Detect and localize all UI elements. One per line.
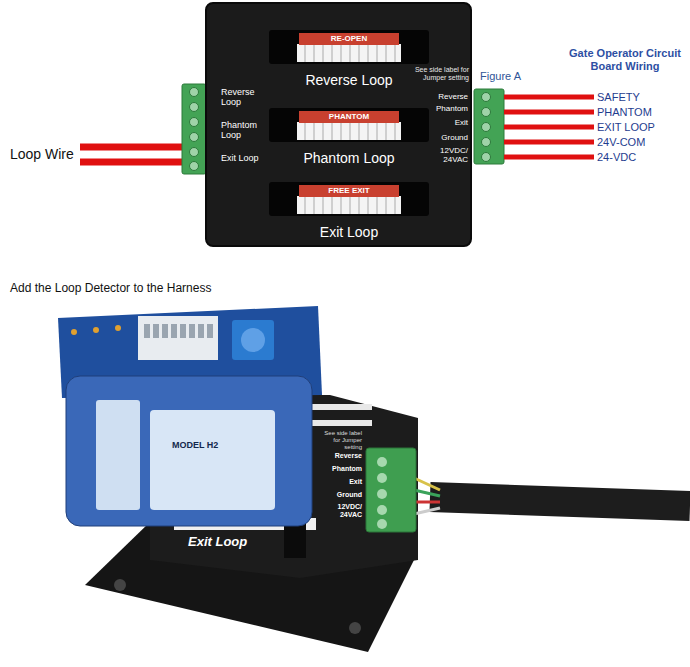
connector-socket xyxy=(297,196,401,214)
signal-name: 24V-COM xyxy=(597,136,645,149)
signal-name: SAFETY xyxy=(597,91,640,104)
diagram-title: Gate Operator Circuit Board Wiring xyxy=(566,47,684,72)
slot-name: Exit Loop xyxy=(188,535,247,550)
pin-label: Ground xyxy=(418,133,468,142)
loop-name: Phantom Loop xyxy=(269,150,429,166)
signal-name: PHANTOM xyxy=(597,106,652,119)
pin-label: 12VDC/ 24VAC xyxy=(318,503,362,519)
pin-label: Reverse xyxy=(418,92,468,101)
pin-label: Phantom xyxy=(418,104,468,113)
slot-label: FREE EXIT xyxy=(299,186,399,196)
pin-label: Ground xyxy=(318,491,362,499)
terminal-label: Reverse Loop xyxy=(221,88,263,108)
loop-wire xyxy=(80,144,184,151)
loop-slot: PHANTOM Phantom Loop xyxy=(269,108,429,170)
slot-label: PHANTOM xyxy=(299,112,399,122)
terminal-label: Exit Loop xyxy=(221,154,263,164)
loop-slot: RE-OPEN Reverse Loop xyxy=(269,30,429,92)
connector-socket xyxy=(297,44,401,62)
pin-label: Reverse xyxy=(318,452,362,460)
terminal-label: Phantom Loop xyxy=(221,121,263,141)
signal-name: EXIT LOOP xyxy=(597,121,655,134)
detector-photo xyxy=(58,306,690,652)
loop-wire xyxy=(80,159,184,166)
figure-label: Figure A xyxy=(480,70,521,83)
signal-name: 24-VDC xyxy=(597,151,636,164)
connector-socket xyxy=(297,122,401,140)
caption: Add the Loop Detector to the Harness xyxy=(10,282,211,296)
jumper-note: See side label for Jumper setting xyxy=(318,430,362,451)
pin-label: Exit xyxy=(318,478,362,486)
pin-label: Exit xyxy=(418,118,468,127)
slot-label: RE-OPEN xyxy=(299,34,399,44)
wire-label: Loop Wire xyxy=(10,146,74,162)
pin-label: Phantom xyxy=(318,465,362,473)
loop-name: Reverse Loop xyxy=(269,72,429,88)
operator-wires xyxy=(504,97,594,157)
loop-name: Exit Loop xyxy=(269,224,429,240)
terminal-block xyxy=(474,89,504,164)
jumper-note: See side label for Jumper setting xyxy=(411,66,469,82)
loop-slot: FREE EXIT Exit Loop xyxy=(269,182,429,244)
pin-label: 12VDC/ 24VAC xyxy=(418,146,468,164)
terminal-block xyxy=(182,84,206,174)
model-label: MODEL H2 xyxy=(172,440,218,450)
